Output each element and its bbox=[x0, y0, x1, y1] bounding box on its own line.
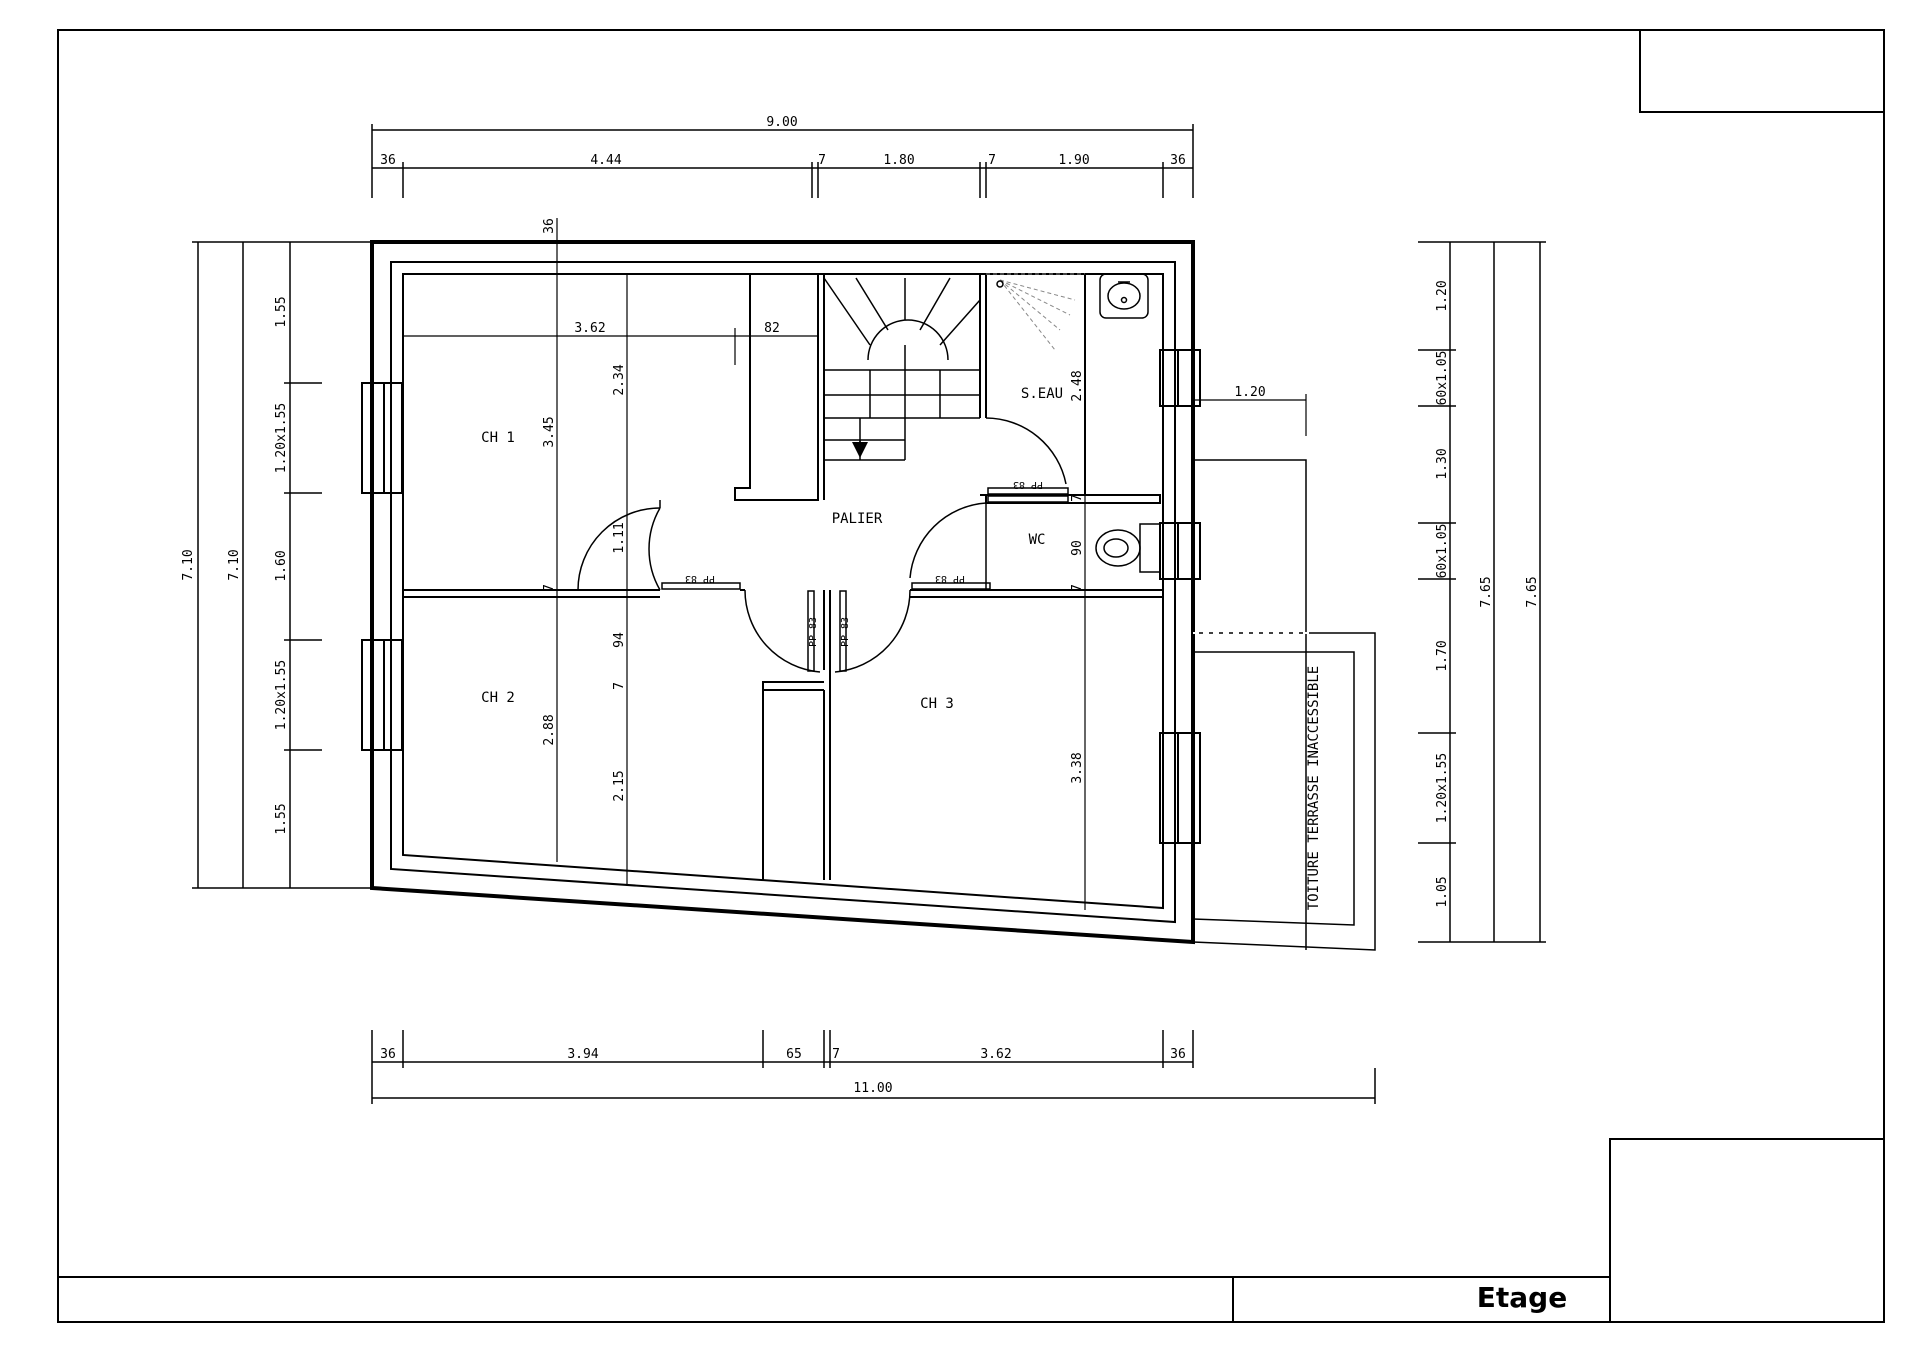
dim-left-seg: 1.55 bbox=[274, 296, 289, 327]
room-label-palier: PALIER bbox=[832, 511, 883, 527]
dim-bottom-seg: 3.62 bbox=[980, 1047, 1011, 1062]
dim-top-seg: 7 bbox=[988, 153, 996, 168]
dim-left-seg: 1.55 bbox=[274, 803, 289, 834]
room-label-ch3: CH 3 bbox=[920, 696, 954, 712]
shower-head-icon bbox=[996, 280, 1004, 288]
staircase bbox=[823, 277, 981, 461]
dim-interior: 90 bbox=[1070, 540, 1085, 556]
dim-bottom-seg: 7 bbox=[832, 1047, 840, 1062]
door-tag: PP 83 bbox=[935, 573, 965, 584]
dim-right-overall: 7.65 bbox=[1525, 576, 1540, 607]
dim-left-seg: 1.20x1.55 bbox=[274, 660, 289, 730]
door-tag: PP 83 bbox=[1013, 479, 1043, 490]
dim-interior: 3.45 bbox=[542, 416, 557, 447]
dim-interior: 3.62 bbox=[574, 321, 605, 336]
dim-interior: 2.48 bbox=[1070, 370, 1085, 401]
shower-tray bbox=[986, 273, 1085, 351]
dim-top-seg: 36 bbox=[1170, 153, 1186, 168]
dim-interior: 1.11 bbox=[612, 522, 627, 553]
dim-interior: 7 bbox=[612, 682, 627, 690]
dim-right-seg: 60x1.05 bbox=[1435, 351, 1450, 406]
dim-interior: 3.38 bbox=[1070, 752, 1085, 783]
interior-walls bbox=[403, 274, 1163, 880]
dim-top-seg: 4.44 bbox=[590, 153, 621, 168]
room-label-terrace: TOITURE TERRASSE INACCESSIBLE bbox=[1306, 666, 1322, 910]
door-tag: PP 83 bbox=[808, 617, 819, 647]
dim-left-overall: 7.10 bbox=[181, 549, 196, 580]
dim-top-seg: 7 bbox=[818, 153, 826, 168]
dim-interior: 2.15 bbox=[612, 770, 627, 801]
dim-bottom-seg: 36 bbox=[1170, 1047, 1186, 1062]
dim-interior: 7 bbox=[1070, 584, 1085, 592]
dim-interior: 7 bbox=[1070, 494, 1085, 502]
dim-left-seg: 1.20x1.55 bbox=[274, 403, 289, 473]
dim-top-seg: 1.80 bbox=[883, 153, 914, 168]
door-swings bbox=[577, 417, 1067, 673]
dim-right-seg: 1.20x1.55 bbox=[1435, 753, 1450, 823]
sheet-title: Etage bbox=[1477, 1281, 1567, 1314]
door-leaves bbox=[661, 487, 1069, 672]
room-label-wc: WC bbox=[1029, 532, 1046, 548]
dim-right-seg: 1.20 bbox=[1435, 280, 1450, 311]
door-tag: PP 83 bbox=[840, 617, 851, 647]
dim-right-seg: 1.05 bbox=[1435, 876, 1450, 907]
dim-right-overall: 7.65 bbox=[1479, 576, 1494, 607]
dim-lines-top bbox=[371, 124, 1194, 198]
dim-lines-bottom bbox=[371, 1030, 1376, 1104]
dim-bottom-overall: 11.00 bbox=[853, 1081, 892, 1096]
dim-lines-right bbox=[1418, 241, 1546, 943]
terrace-outline bbox=[1192, 459, 1376, 951]
dim-interior: 82 bbox=[764, 321, 780, 336]
door-tag: PP 83 bbox=[685, 573, 715, 584]
sheet-frame bbox=[57, 29, 1885, 1323]
room-label-ch2: CH 2 bbox=[481, 690, 515, 706]
dim-interior: 94 bbox=[612, 632, 627, 648]
dim-bottom-seg: 36 bbox=[380, 1047, 396, 1062]
dim-interior: 1.20 bbox=[1234, 385, 1265, 400]
dim-right-seg: 1.30 bbox=[1435, 448, 1450, 479]
dim-bottom-seg: 3.94 bbox=[567, 1047, 598, 1062]
dim-left-overall: 7.10 bbox=[227, 549, 242, 580]
windows-left bbox=[361, 382, 403, 751]
dim-left-seg: 1.60 bbox=[274, 550, 289, 581]
dim-top-overall: 9.00 bbox=[766, 115, 797, 130]
dim-lines-interior bbox=[403, 218, 1307, 910]
dim-right-seg: 1.70 bbox=[1435, 640, 1450, 671]
dim-interior: 2.88 bbox=[542, 714, 557, 745]
dim-right-seg: 60x1.05 bbox=[1435, 524, 1450, 579]
windows-right bbox=[1159, 349, 1201, 844]
washbasin-icon bbox=[1099, 273, 1149, 319]
toilet-icon bbox=[1095, 523, 1161, 573]
dim-interior: 2.34 bbox=[612, 364, 627, 395]
room-label-ch1: CH 1 bbox=[481, 430, 515, 446]
dim-top-seg: 1.90 bbox=[1058, 153, 1089, 168]
dim-lines-left bbox=[192, 241, 372, 889]
dim-interior: 36 bbox=[542, 218, 557, 234]
dim-top-seg: 36 bbox=[380, 153, 396, 168]
dim-bottom-seg: 65 bbox=[786, 1047, 802, 1062]
dim-interior: 7 bbox=[542, 584, 557, 592]
room-label-seau: S.EAU bbox=[1021, 386, 1063, 402]
